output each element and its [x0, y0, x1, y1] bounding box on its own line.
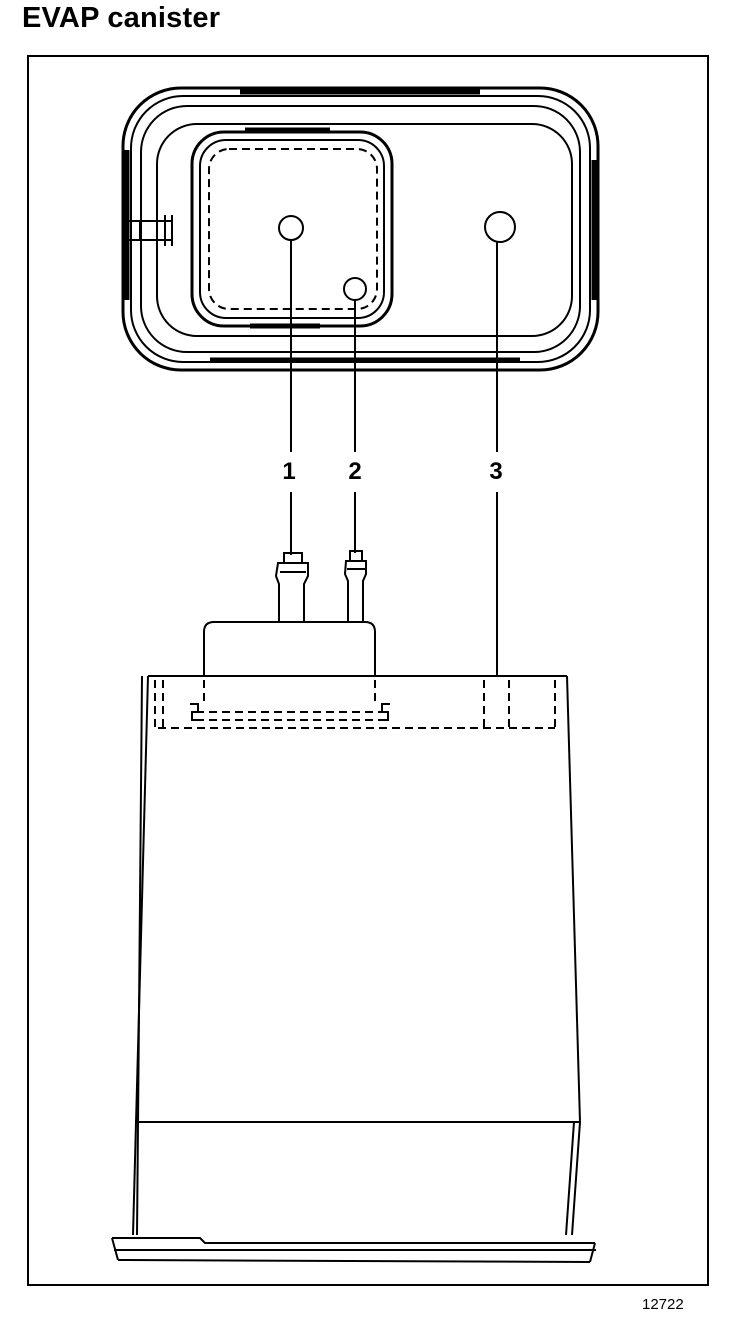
canister-base — [111, 1237, 596, 1263]
figure-frame — [27, 55, 709, 1286]
callout-label-2: 2 — [348, 458, 362, 485]
body-right-edge-inner — [565, 1121, 575, 1236]
canister-top-view — [121, 86, 600, 372]
port-1-circle — [278, 215, 304, 241]
hidden-flange-ends — [190, 703, 390, 721]
side-clip — [129, 215, 173, 246]
port-3-circle — [484, 211, 516, 243]
nozzle-1 — [274, 552, 309, 623]
top-cap — [203, 621, 376, 676]
body-left-edge-inner — [136, 675, 143, 1236]
hidden-internal-lines — [154, 680, 556, 729]
nozzle-2 — [343, 550, 367, 623]
callout-label-1: 1 — [282, 458, 296, 485]
leader-lines — [290, 240, 498, 676]
callout-label-3: 3 — [489, 458, 503, 485]
figure-number: 12722 — [642, 1296, 684, 1313]
body-right-edge — [566, 675, 581, 1123]
top-view-outer-rim — [121, 86, 600, 372]
body-right-edge-lower — [571, 1121, 581, 1236]
port-2-circle — [343, 277, 367, 301]
top-view-inner-rim — [156, 123, 573, 337]
inner-chamber-hidden-outline — [208, 148, 378, 310]
canister-side-view — [111, 550, 596, 1263]
page-title: EVAP canister — [22, 2, 221, 34]
